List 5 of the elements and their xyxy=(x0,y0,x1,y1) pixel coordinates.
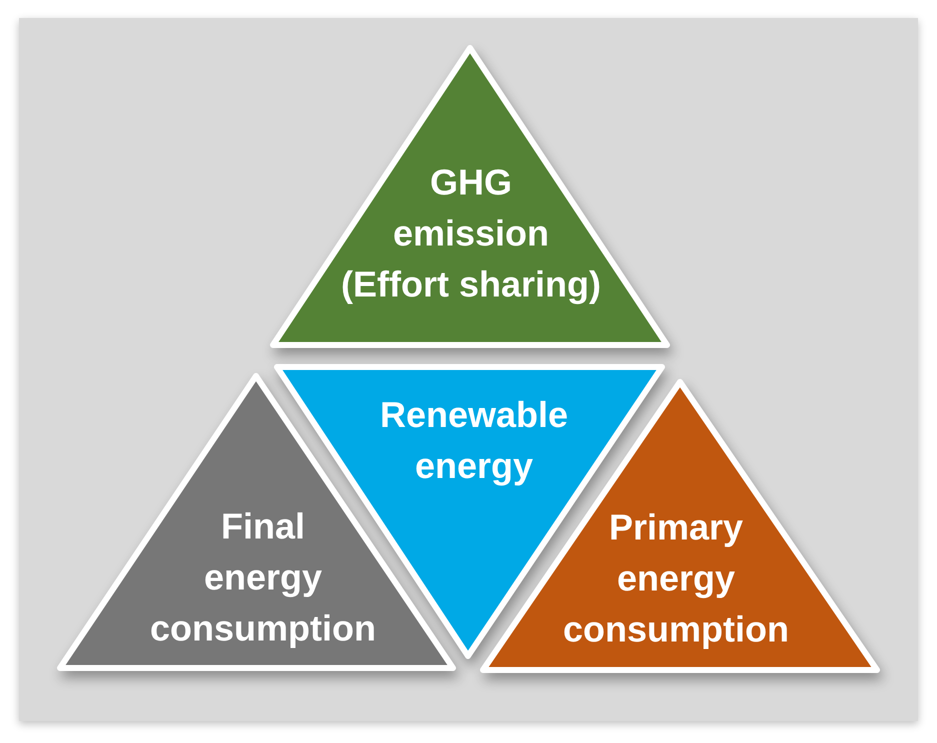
triangle xyxy=(269,44,671,349)
triangle-label: Renewable energy xyxy=(380,393,568,488)
triangle-label: Final energy consumption xyxy=(150,504,376,650)
triangle-label: GHG emission (Effort sharing) xyxy=(341,160,601,306)
triangle-label: Primary energy consumption xyxy=(563,506,789,652)
